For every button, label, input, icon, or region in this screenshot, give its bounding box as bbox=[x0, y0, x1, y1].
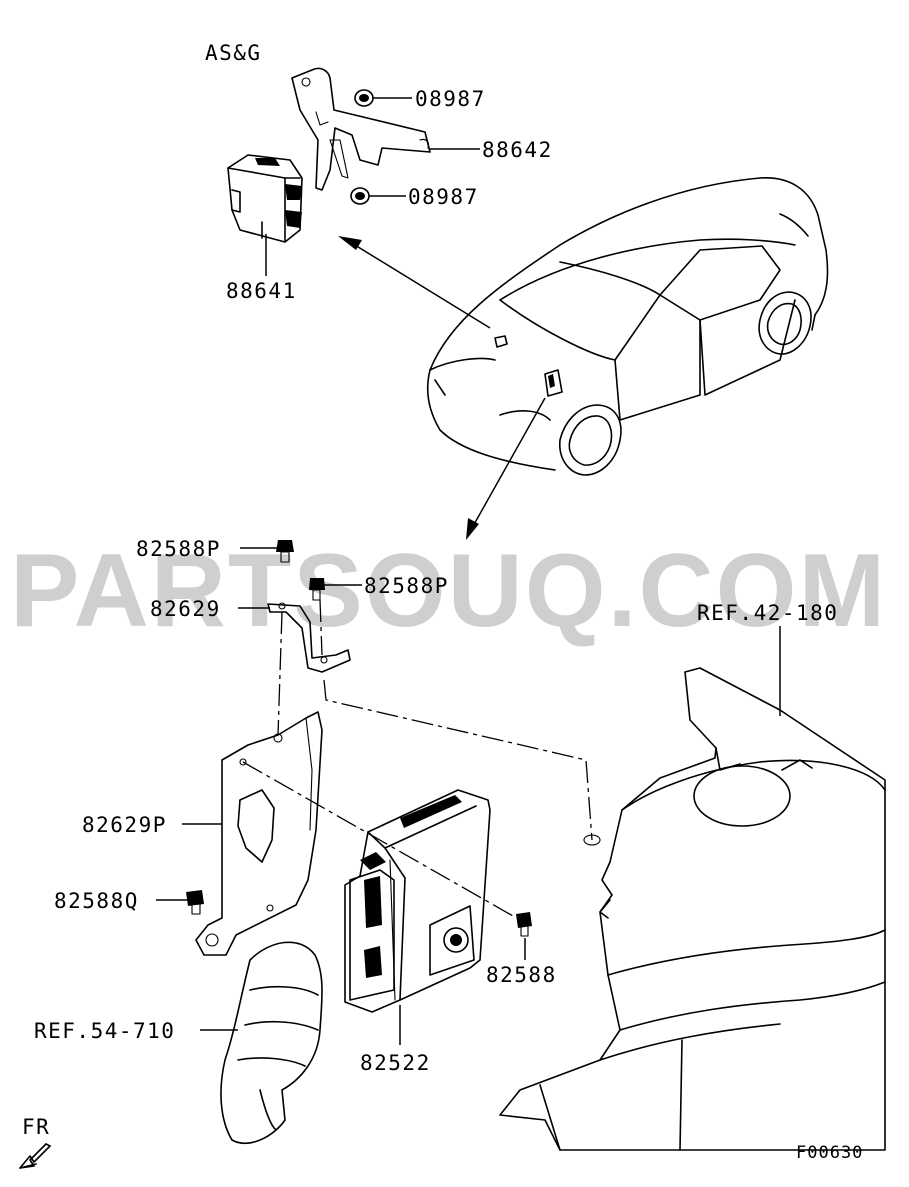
label-82588P-b: 82588P bbox=[364, 574, 449, 598]
label-82522: 82522 bbox=[360, 1051, 431, 1075]
variant-label: AS&G bbox=[205, 41, 262, 65]
label-08987-bottom: 08987 bbox=[408, 185, 479, 209]
front-direction-arrow-icon bbox=[19, 1143, 51, 1169]
screw-82588Q bbox=[186, 890, 204, 915]
label-ref-42-180: REF.42-180 bbox=[697, 601, 838, 625]
label-82588P-a: 82588P bbox=[136, 537, 221, 561]
bracket-82629 bbox=[267, 602, 351, 673]
label-82629P: 82629P bbox=[82, 813, 167, 837]
module-88641 bbox=[227, 154, 303, 243]
figure-code: F00630 bbox=[796, 1143, 863, 1163]
location-arrows bbox=[338, 236, 546, 540]
duct-ref-54-710 bbox=[220, 941, 323, 1145]
watermark: PARTSOUQ.COM bbox=[10, 533, 887, 649]
leader-lines bbox=[156, 97, 781, 1045]
label-82588Q: 82588Q bbox=[54, 889, 139, 913]
label-82588: 82588 bbox=[486, 963, 557, 987]
bolt-82588 bbox=[516, 912, 532, 937]
bracket-82629P bbox=[195, 711, 323, 956]
screw-82588P-b bbox=[309, 578, 325, 601]
nut-08987-bottom bbox=[350, 187, 370, 205]
nut-08987-top bbox=[354, 89, 374, 107]
bracket-88642 bbox=[291, 67, 431, 191]
screw-82588P-a bbox=[276, 540, 294, 563]
label-82629: 82629 bbox=[150, 597, 221, 621]
vehicle-outline bbox=[426, 177, 829, 476]
label-08987-top: 08987 bbox=[415, 87, 486, 111]
label-ref-54-710: REF.54-710 bbox=[34, 1019, 175, 1043]
ecu-82522 bbox=[344, 789, 491, 1013]
label-88642: 88642 bbox=[482, 138, 553, 162]
body-panel-ref-42-180 bbox=[499, 667, 886, 1151]
alignment-lines bbox=[242, 599, 593, 921]
direction-label: FR bbox=[22, 1115, 50, 1139]
label-88641: 88641 bbox=[226, 279, 297, 303]
